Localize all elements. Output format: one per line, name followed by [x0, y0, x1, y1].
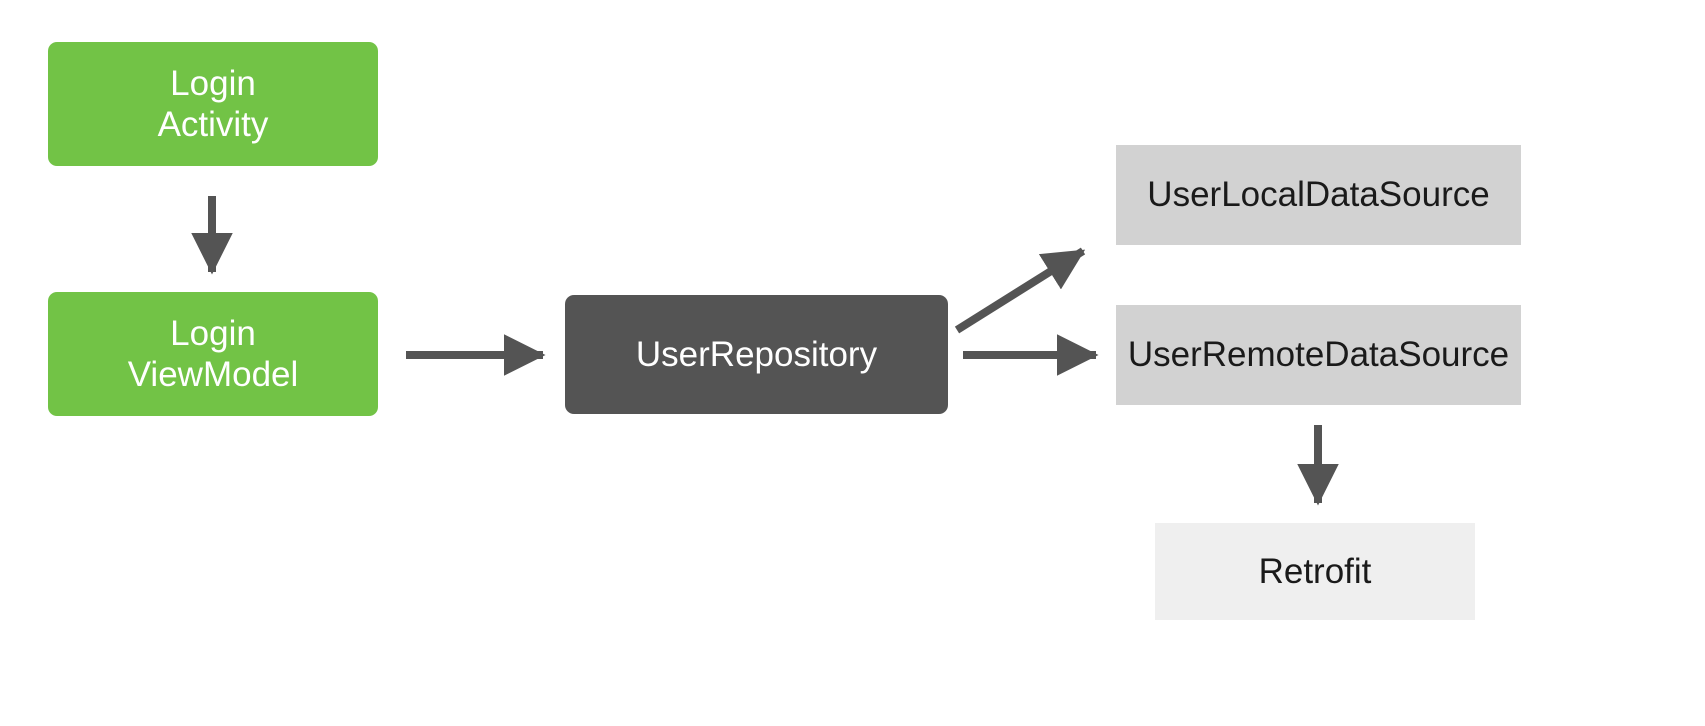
node-user-repository[interactable]: UserRepository	[565, 295, 948, 414]
node-user-remote-datasource[interactable]: UserRemoteDataSource	[1116, 305, 1521, 405]
node-login-activity[interactable]: Login Activity	[48, 42, 378, 166]
node-user-local-datasource-label: UserLocalDataSource	[1147, 175, 1490, 215]
node-login-viewmodel[interactable]: Login ViewModel	[48, 292, 378, 416]
node-retrofit[interactable]: Retrofit	[1155, 523, 1475, 620]
node-login-viewmodel-label: Login ViewModel	[127, 313, 299, 394]
node-login-activity-label: Login Activity	[157, 63, 269, 144]
node-user-remote-datasource-label: UserRemoteDataSource	[1127, 335, 1510, 375]
node-retrofit-label: Retrofit	[1258, 551, 1372, 591]
node-user-repository-label: UserRepository	[635, 334, 878, 374]
node-user-local-datasource[interactable]: UserLocalDataSource	[1116, 145, 1521, 245]
edge-repository-to-local-datasource	[954, 247, 1086, 334]
